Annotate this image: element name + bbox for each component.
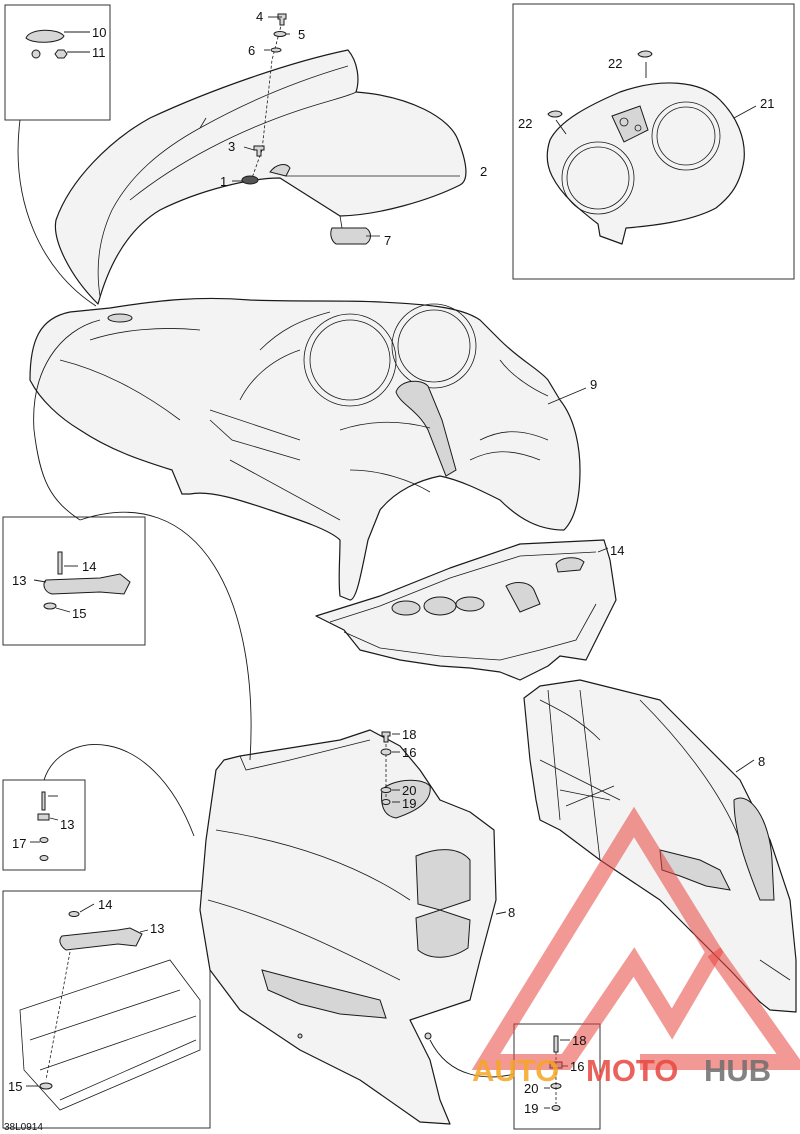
drawing-code: 38L0914: [4, 1122, 43, 1133]
dash-trim-panel: [315, 539, 617, 681]
watermark-part3: HUB: [704, 1053, 771, 1088]
front-side-panel-left: [199, 729, 507, 1125]
callout-18-inset: 18: [572, 1033, 586, 1048]
windshield: [54, 49, 467, 305]
inset-bottom-left: [2, 890, 211, 1129]
callout-9: 9: [590, 377, 597, 392]
callout-13-bottom: 13: [150, 921, 164, 936]
callout-15-mid: 15: [72, 606, 86, 621]
callout-8-main: 8: [508, 905, 515, 920]
callout-4: 4: [256, 9, 263, 24]
callout-19-main: 19: [402, 796, 416, 811]
upper-body-panel: [29, 297, 587, 601]
watermark-part2: MOTO: [586, 1053, 678, 1088]
callout-16-main: 16: [402, 745, 416, 760]
callout-22-left: 22: [518, 116, 532, 131]
callout-3: 3: [228, 139, 235, 154]
callout-2: 2: [480, 164, 487, 179]
callout-10: 10: [92, 25, 106, 40]
callout-14-inset: 14: [82, 559, 96, 574]
callout-13-mid: 13: [12, 573, 26, 588]
callout-5: 5: [298, 27, 305, 42]
callout-1: 1: [220, 174, 227, 189]
gauge-bezel: [546, 50, 757, 245]
callout-21: 21: [760, 96, 774, 111]
callout-14-bottom: 14: [98, 897, 112, 912]
callout-14-mid: 14: [610, 543, 624, 558]
callout-6: 6: [248, 43, 255, 58]
inset-bottom-left-parts: [19, 903, 201, 1111]
assembly-leaders: [17, 119, 515, 1078]
fastener-stack: [232, 13, 290, 185]
callout-22-top: 22: [608, 56, 622, 71]
callout-16-inset: 16: [570, 1059, 584, 1074]
callout-7: 7: [384, 233, 391, 248]
callout-20-main: 20: [402, 783, 416, 798]
watermark-logo: AUTO MOTO HUB: [471, 806, 800, 1088]
callout-17: 17: [12, 836, 26, 851]
callout-18-main: 18: [402, 727, 416, 742]
callout-20-inset: 20: [524, 1081, 538, 1096]
callout-15-bottom: 15: [8, 1079, 22, 1094]
callout-19-inset: 19: [524, 1101, 538, 1116]
inset-top-left: [4, 4, 111, 121]
callout-labels: 10 11 4 5 6 3 1 2 7 22 22 21 9 14 13 15 …: [8, 9, 774, 1116]
callout-11: 11: [92, 45, 106, 60]
watermark-part1: AUTO: [472, 1053, 559, 1088]
callout-13-lower: 13: [60, 817, 74, 832]
inset-mid-left-parts: [33, 551, 131, 613]
inset-lower-left-parts: [30, 791, 59, 861]
front-side-panel-right: [523, 679, 797, 1013]
callout-8-right: 8: [758, 754, 765, 769]
